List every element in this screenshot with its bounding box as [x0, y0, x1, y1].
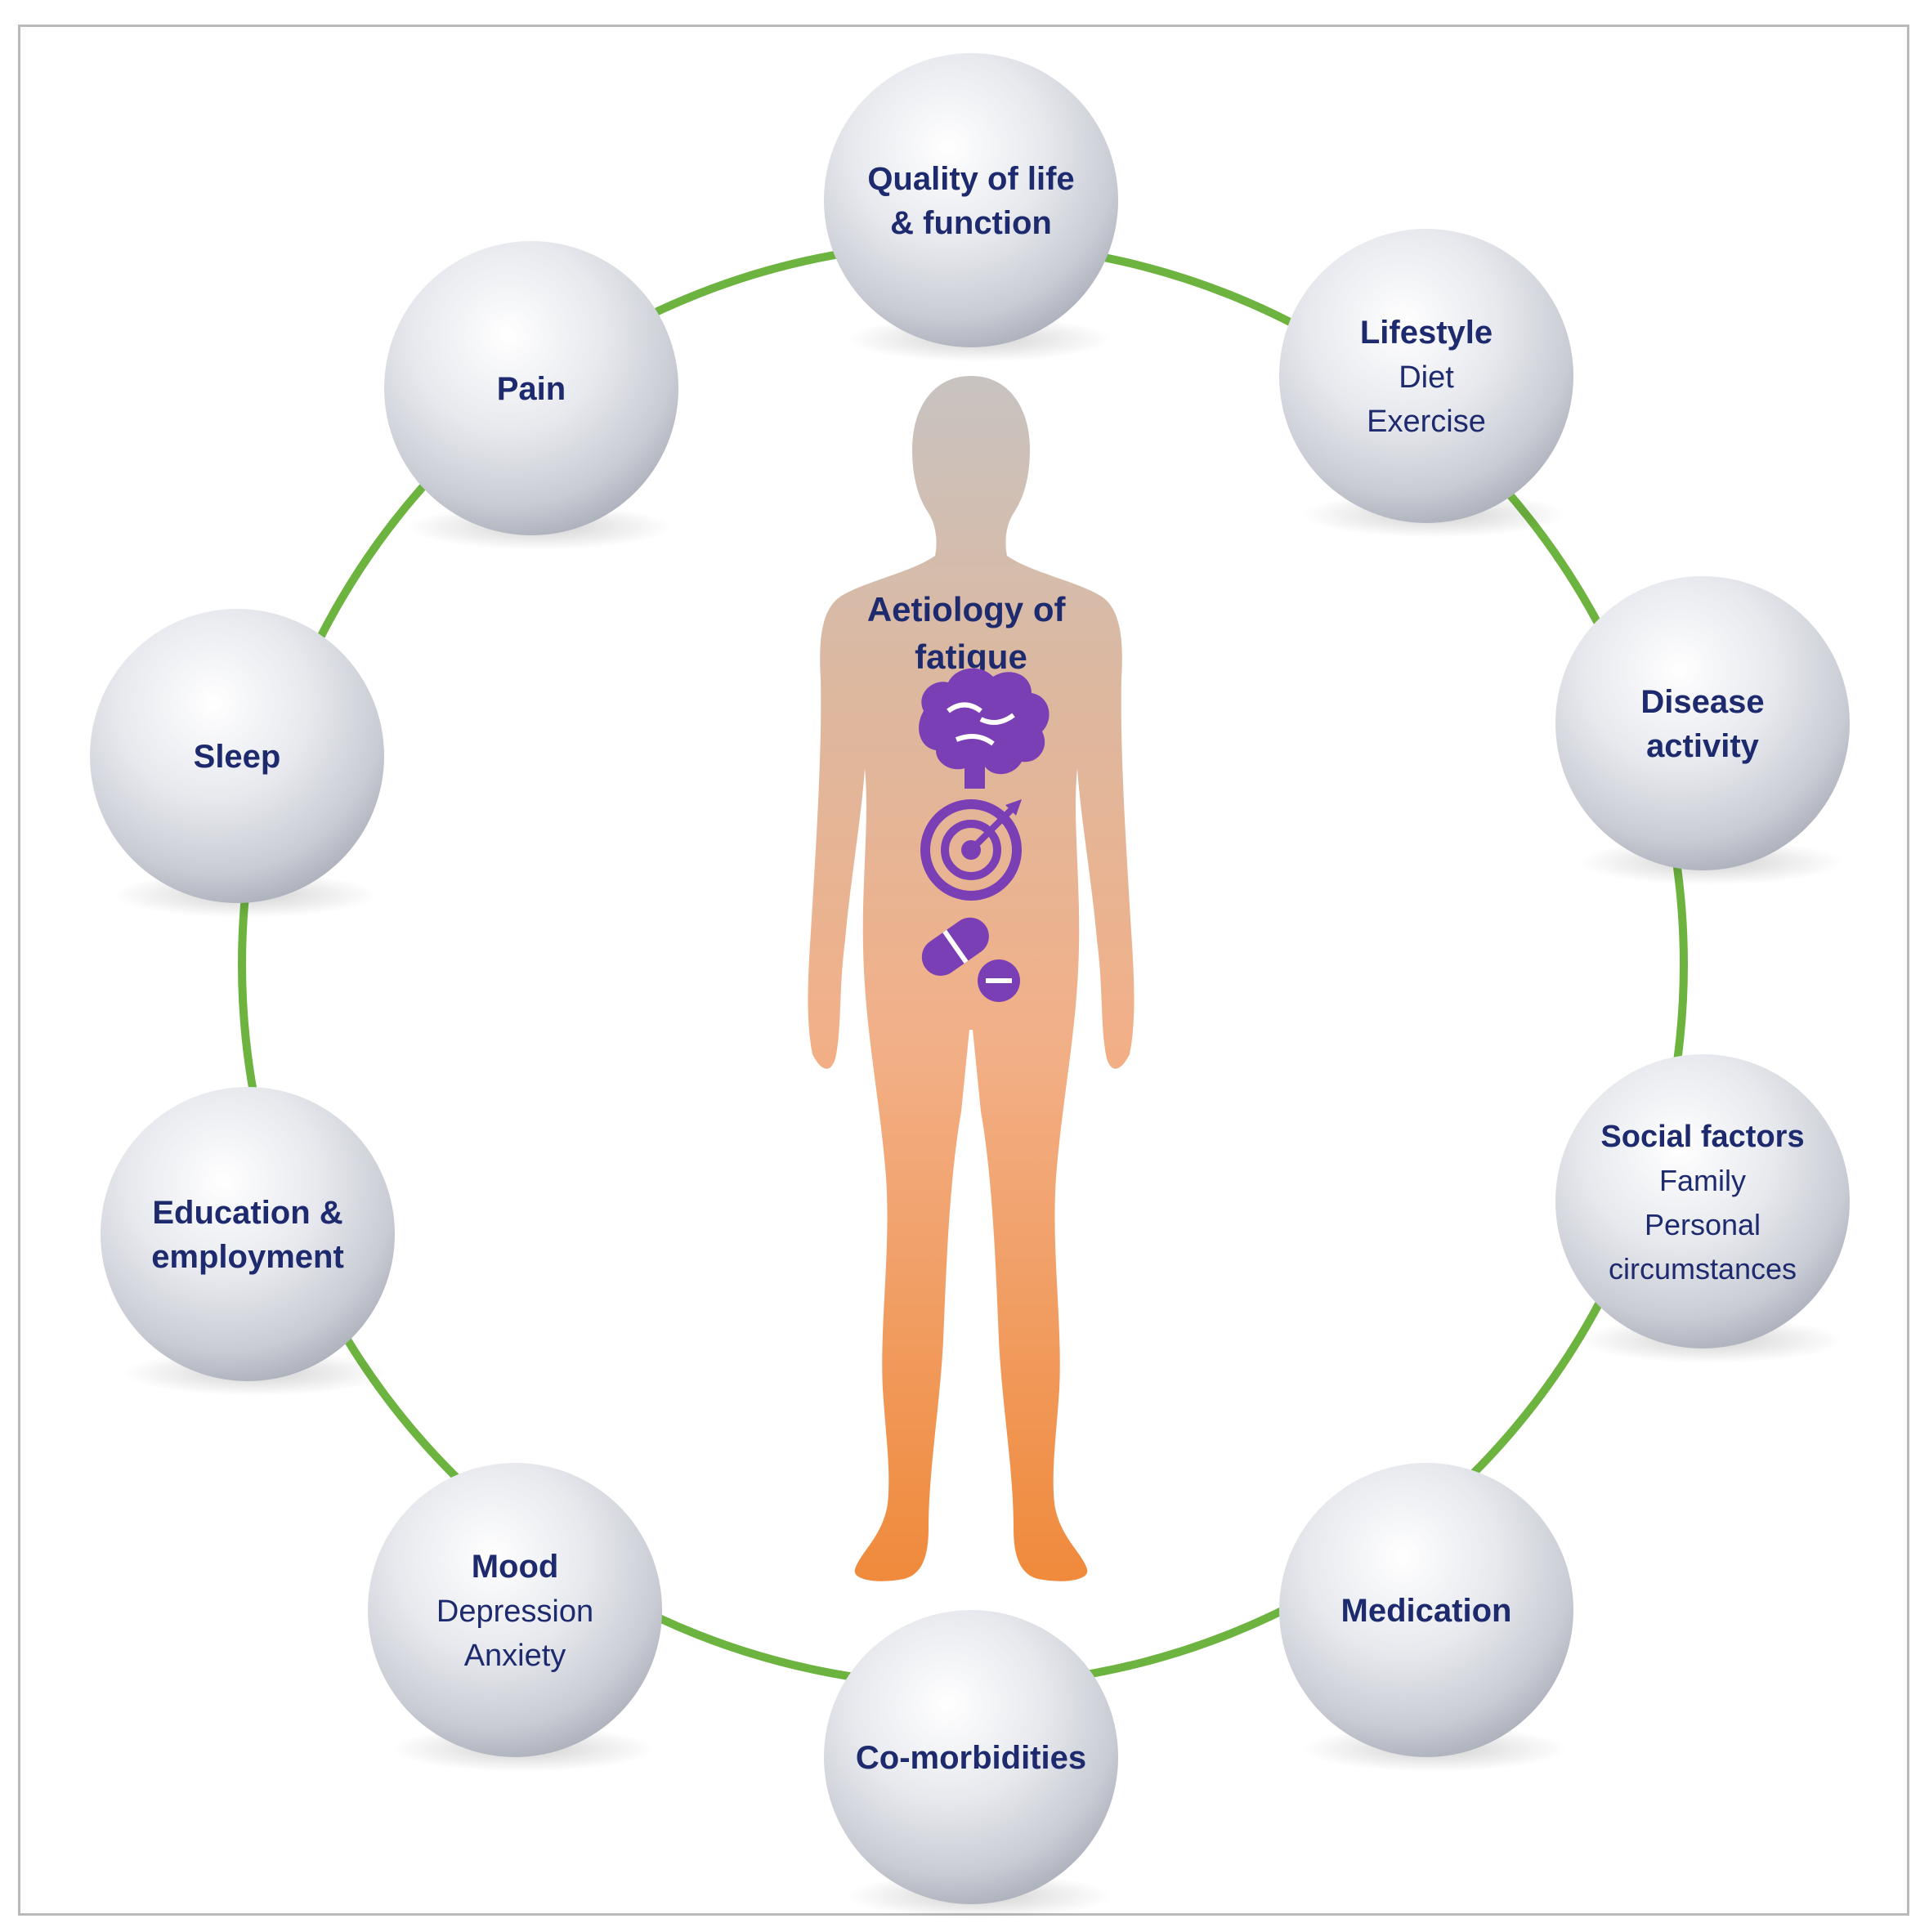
brain-icon — [919, 668, 1050, 789]
pill-icon — [921, 917, 1020, 1002]
sphere — [1279, 229, 1573, 523]
sphere — [1555, 576, 1850, 870]
factor-detail: Exercise — [1367, 405, 1486, 439]
factor-title: Lifestyle — [1360, 315, 1493, 351]
factor-title: Education & — [152, 1195, 342, 1231]
factor-node-disease-activity: Disease activity — [1555, 576, 1850, 885]
sphere — [824, 53, 1118, 347]
factor-title: Medication — [1341, 1593, 1512, 1629]
factor-node-quality-of-life: Quality of life & function — [824, 53, 1118, 362]
factor-title: Pain — [497, 371, 566, 407]
factor-title: Mood — [472, 1549, 559, 1585]
sphere — [384, 241, 678, 535]
factor-node-sleep: Sleep — [90, 609, 384, 918]
factor-title: activity — [1646, 728, 1760, 764]
human-silhouette — [808, 376, 1135, 1581]
factor-detail: Anxiety — [464, 1639, 566, 1673]
factor-detail: Depression — [436, 1594, 593, 1629]
factor-node-medication: Medication — [1279, 1463, 1573, 1772]
factor-detail: Diet — [1399, 360, 1454, 395]
target-icon — [920, 799, 1022, 901]
factor-detail: Family — [1659, 1164, 1746, 1197]
sphere — [368, 1463, 662, 1757]
factor-title: & function — [890, 205, 1052, 241]
factor-node-pain: Pain — [384, 241, 678, 550]
sphere — [1555, 1054, 1850, 1348]
factor-title: Disease — [1640, 684, 1764, 720]
center-title: Aetiology of fatigue — [867, 590, 1075, 676]
factor-title: Co-morbidities — [856, 1740, 1086, 1776]
factor-title: Sleep — [194, 739, 281, 775]
factor-title: Social factors — [1600, 1120, 1804, 1154]
factor-title: Quality of life — [867, 161, 1074, 197]
factor-detail: circumstances — [1609, 1252, 1797, 1286]
sphere — [824, 1610, 1118, 1904]
sphere — [101, 1087, 395, 1381]
factor-node-education-employment: Education & employment — [101, 1087, 395, 1396]
factor-node-co-morbidities: Co-morbidities — [824, 1610, 1118, 1919]
factor-detail: Personal — [1645, 1208, 1761, 1241]
factor-title: employment — [151, 1239, 344, 1275]
factor-nodes: Quality of life & functionLifestyleDietEx… — [90, 53, 1850, 1919]
sphere — [1279, 1463, 1573, 1757]
sphere — [90, 609, 384, 903]
